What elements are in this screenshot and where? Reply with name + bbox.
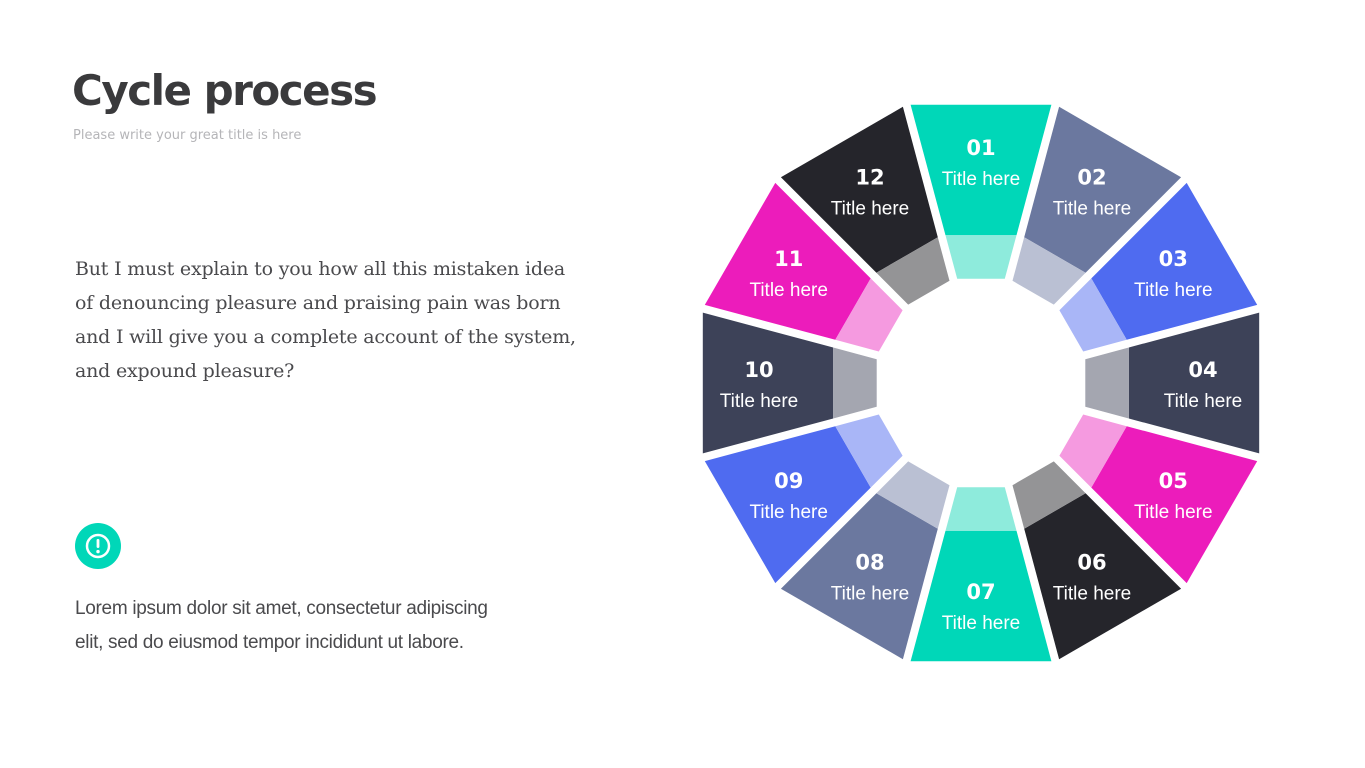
cycle-segment-inner-08: [876, 461, 950, 529]
cycle-segment-number: 10: [744, 358, 773, 382]
cycle-segment-inner-05: [1059, 414, 1127, 488]
cycle-segment-number: 03: [1159, 247, 1188, 271]
cycle-segment-title: Title here: [1134, 280, 1213, 301]
cycle-segment-title: Title here: [942, 169, 1021, 190]
cycle-segment-01: [910, 104, 1052, 236]
cycle-segment-inner-07: [945, 487, 1017, 531]
cycle-segment-03: [1091, 182, 1258, 340]
cycle-segment-number: 07: [966, 580, 995, 604]
cycle-segment-title: Title here: [831, 199, 910, 220]
cycle-segment-inner-06: [1012, 461, 1086, 529]
cycle-segment-number: 05: [1159, 469, 1188, 493]
cycle-segment-05: [1091, 426, 1258, 584]
cycle-segment-title: Title here: [1053, 199, 1132, 220]
cycle-segment-title: Title here: [942, 613, 1021, 634]
cycle-segment-inner-09: [835, 414, 903, 488]
cycle-segment-number: 11: [774, 247, 803, 271]
cycle-segment-inner-02: [1012, 237, 1086, 305]
cycle-segment-04: [1128, 312, 1260, 454]
cycle-segment-title: Title here: [1053, 583, 1132, 604]
cycle-segment-number: 08: [855, 550, 884, 574]
page-subtitle: Please write your great title is here: [73, 128, 302, 143]
cycle-segment-10: [702, 312, 834, 454]
cycle-segment-07: [910, 530, 1052, 662]
cycle-segment-number: 04: [1188, 358, 1217, 382]
cycle-segment-number: 02: [1077, 166, 1106, 190]
cycle-segment-number: 01: [966, 136, 995, 160]
cycle-segment-title: Title here: [1164, 391, 1243, 412]
body-paragraph: But I must explain to you how all this m…: [75, 258, 576, 382]
cycle-segment-number: 12: [855, 166, 884, 190]
cycle-segment-09: [704, 426, 871, 584]
note-paragraph: Lorem ipsum dolor sit amet, consectetur …: [75, 598, 488, 653]
cycle-segment-number: 09: [774, 469, 803, 493]
cycle-segment-08: [780, 493, 938, 660]
page-title: Cycle process: [72, 66, 378, 115]
cycle-segment-title: Title here: [720, 391, 799, 412]
cycle-segment-inner-04: [1085, 347, 1129, 419]
cycle-segment-inner-10: [833, 347, 877, 419]
exclamation-circle-icon: [75, 523, 121, 569]
cycle-segment-number: 06: [1077, 550, 1106, 574]
cycle-segment-inner-11: [835, 278, 903, 352]
cycle-segment-title: Title here: [1134, 502, 1213, 523]
cycle-segment-title: Title here: [749, 280, 828, 301]
cycle-segment-inner-03: [1059, 278, 1127, 352]
cycle-segment-title: Title here: [749, 502, 828, 523]
cycle-segment-06: [1024, 493, 1182, 660]
cycle-segment-11: [704, 182, 871, 340]
cycle-segment-02: [1024, 106, 1182, 273]
cycle-segment-inner-12: [876, 237, 950, 305]
cycle-segment-title: Title here: [831, 583, 910, 604]
cycle-segment-inner-01: [945, 235, 1017, 279]
cycle-segment-12: [780, 106, 938, 273]
